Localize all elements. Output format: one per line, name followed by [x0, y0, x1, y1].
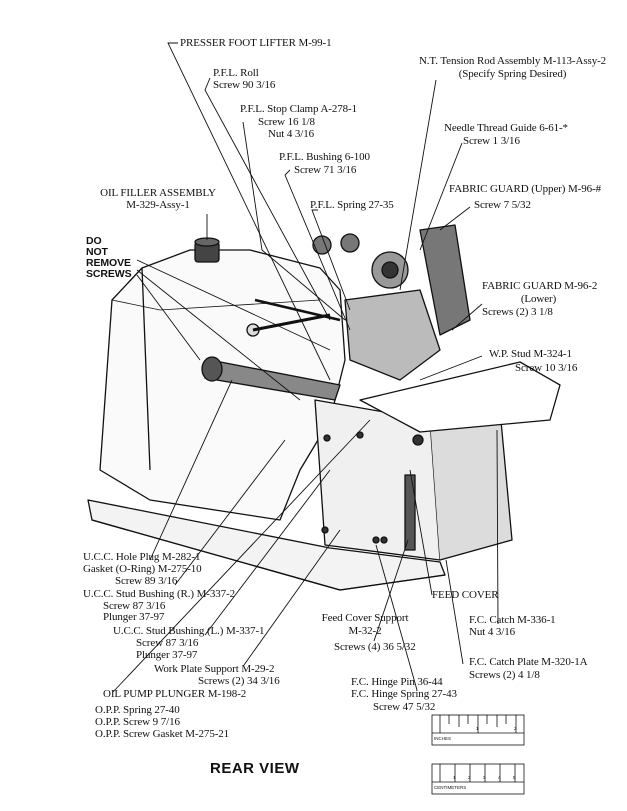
label-fc-hinge-spring: F.C. Hinge Spring 27-43 [351, 688, 457, 700]
cm-tick-3: 3 [483, 775, 486, 780]
label-work-plate-support-screws: Screws (2) 34 3/16 [198, 675, 280, 687]
label-nt-tension-rod: N.T. Tension Rod Assembly M-113-Assy-2 [418, 55, 607, 67]
page-title: REAR VIEW [210, 760, 300, 777]
label-opp-spring: O.P.P. Spring 27-40 [95, 704, 180, 716]
label-opp-screw-gasket: O.P.P. Screw Gasket M-275-21 [95, 728, 230, 740]
label-ucc-stud-r-screw: Screw 87 3/16 [103, 600, 166, 612]
cm-tick-1: 1 [453, 775, 456, 780]
cm-tick-4: 4 [498, 775, 501, 780]
label-gasket-screw: Screw 89 3/16 [115, 575, 178, 587]
label-pfl-stop-clamp-nut: Nut 4 3/16 [268, 128, 315, 140]
label-presser-foot-lifter: PRESSER FOOT LIFTER M-99-1 [180, 37, 332, 49]
label-feed-cover-support-part: M-32-2 [348, 625, 382, 637]
label-wp-stud: W.P. Stud M-324-1 [489, 348, 572, 360]
label-ucc-stud-l-plunger: Plunger 37-97 [136, 649, 198, 661]
inch-ruler [431, 714, 525, 746]
inches-label: INCHES [434, 736, 452, 741]
label-feed-cover: FEED COVER [432, 589, 499, 601]
label-do-not-4: SCREWS [86, 268, 132, 280]
label-fc-catch: F.C. Catch M-336-1 [469, 614, 556, 626]
label-feed-cover-support-screws: Screws (4) 36 5/32 [334, 641, 416, 653]
label-oil-filler: OIL FILLER ASSEMBLY [100, 187, 216, 199]
label-ucc-stud-l: U.C.C. Stud Bushing (L.) M-337-1 [113, 625, 265, 637]
label-pfl-roll: P.F.L. Roll [213, 67, 259, 79]
label-do-not-3: REMOVE [86, 257, 131, 269]
label-ucc-hole-plug: U.C.C. Hole Plug M-282-1 [83, 551, 201, 563]
cm-label: CENTIMETERS [434, 785, 467, 790]
inch-tick-1: 1 [476, 726, 479, 731]
label-ucc-stud-l-screw: Screw 87 3/16 [136, 637, 199, 649]
label-do-not-2: NOT [86, 246, 108, 258]
label-ucc-stud-r: U.C.C. Stud Bushing (R.) M-337-2 [83, 588, 236, 600]
label-pfl-stop-clamp-screw: Screw 16 1/8 [258, 116, 315, 128]
label-pfl-roll-screw: Screw 90 3/16 [213, 79, 276, 91]
label-fc-catch-plate-screws: Screws (2) 4 1/8 [469, 669, 540, 681]
label-fc-hinge-pin: F.C. Hinge Pin 36-44 [351, 676, 443, 688]
label-wp-stud-screw: Screw 10 3/16 [515, 362, 578, 374]
label-gasket: Gasket (O-Ring) M-275-10 [83, 563, 202, 575]
label-needle-thread-guide: Needle Thread Guide 6-61-* [444, 122, 568, 134]
label-oil-filler-part: M-329-Assy-1 [126, 199, 190, 211]
label-fc-hinge-screw: Screw 47 5/32 [373, 701, 436, 713]
inch-tick-2: 2 [514, 726, 517, 731]
label-fabric-guard-lower: (Lower) [520, 293, 557, 305]
label-opp-screw: O.P.P. Screw 9 7/16 [95, 716, 180, 728]
label-nt-tension-rod-note: (Specify Spring Desired) [458, 68, 567, 80]
leader-lines [112, 42, 499, 693]
label-pfl-spring: P.F.L. Spring 27-35 [310, 199, 394, 211]
label-work-plate-support: Work Plate Support M-29-2 [154, 663, 275, 675]
cm-tick-5: 5 [513, 775, 516, 780]
label-fabric-guard-upper-screw: Screw 7 5/32 [474, 199, 531, 211]
label-pfl-bushing: P.F.L. Bushing 6-100 [279, 151, 370, 163]
label-fabric-guard-upper: FABRIC GUARD (Upper) M-96-# [449, 183, 602, 195]
label-ucc-stud-r-plunger: Plunger 37-97 [103, 611, 165, 623]
label-fabric-guard: FABRIC GUARD M-96-2 [482, 280, 598, 292]
label-oil-pump-plunger: OIL PUMP PLUNGER M-198-2 [103, 688, 247, 700]
cm-ruler [431, 763, 525, 795]
cm-tick-2: 2 [468, 775, 471, 780]
label-pfl-stop-clamp: P.F.L. Stop Clamp A-278-1 [240, 103, 358, 115]
work-plate [359, 361, 561, 433]
label-pfl-bushing-screw: Screw 71 3/16 [294, 164, 357, 176]
label-needle-thread-guide-screw: Screw 1 3/16 [463, 135, 520, 147]
label-fabric-guard-screws: Screws (2) 3 1/8 [482, 306, 553, 318]
label-do-not-1: DO [86, 235, 102, 247]
label-feed-cover-support: Feed Cover Support [321, 612, 409, 624]
label-fc-catch-plate: F.C. Catch Plate M-320-1A [469, 656, 588, 668]
needle-head [344, 289, 441, 381]
label-fc-catch-nut: Nut 4 3/16 [469, 626, 516, 638]
